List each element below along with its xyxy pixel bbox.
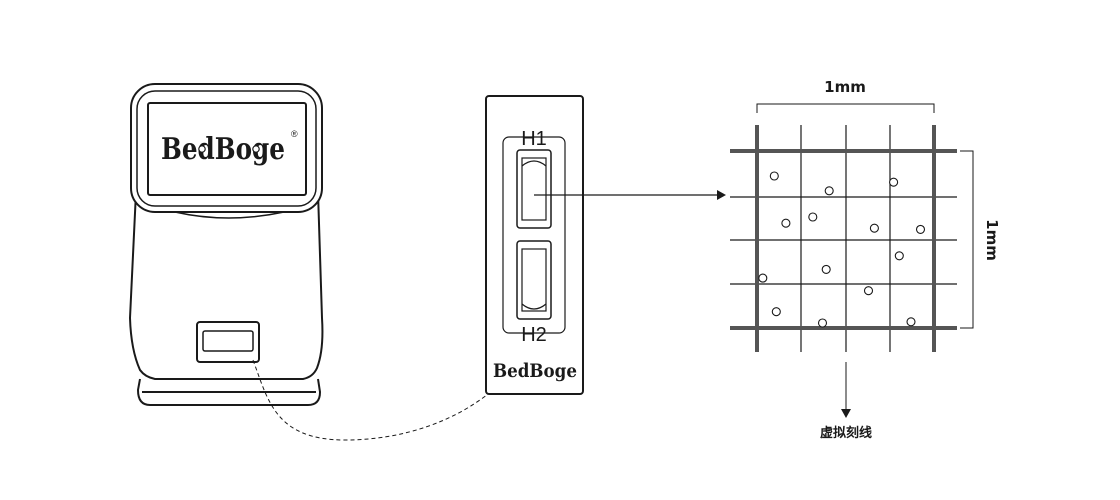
- slide-slot-inner: [202, 330, 254, 352]
- device-brand-dot-right: [252, 145, 260, 153]
- chamber-h1-cap: [521, 160, 547, 167]
- cell-particle: [889, 177, 899, 187]
- cell-particle: [863, 286, 874, 296]
- slide-slot: [196, 321, 260, 363]
- counting-slide: [485, 95, 584, 395]
- device-body: [128, 191, 324, 380]
- height-bracket: [960, 150, 974, 329]
- chamber-h1: [516, 149, 552, 229]
- counting-grid: [730, 125, 957, 352]
- cell-particle: [906, 317, 916, 327]
- cell-particle: [894, 251, 904, 261]
- device-brand-dot-left: [198, 145, 206, 153]
- slide-outline: [485, 95, 584, 395]
- chamber-h2-cap: [521, 303, 547, 310]
- chamber-h2-inner: [521, 248, 547, 312]
- analyzer-device: [128, 83, 324, 406]
- cell-particle: [869, 223, 879, 233]
- chamber-h2-label: H2: [521, 324, 547, 346]
- slide-brand-text: BedBoge: [493, 360, 577, 382]
- cell-particle: [781, 218, 791, 228]
- width-label: 1mm: [824, 78, 866, 96]
- height-label: 1mm: [983, 219, 1001, 261]
- dashed-connector: [252, 359, 489, 441]
- device-neck: [174, 211, 285, 219]
- cell-particle: [771, 307, 781, 317]
- chamber-frame: [502, 136, 566, 334]
- chamber-h1-inner: [521, 157, 547, 221]
- cell-particle: [808, 212, 818, 222]
- cell-particle: [758, 273, 768, 283]
- chamber-h2: [516, 240, 552, 320]
- cell-particle: [817, 318, 828, 328]
- device-head-inner: [136, 90, 317, 207]
- width-bracket: [756, 103, 935, 113]
- chamber-h1-label: H1: [521, 128, 547, 150]
- device-screen: [147, 102, 307, 196]
- device-base: [136, 378, 322, 406]
- grid-caption: 虚拟刻线: [820, 425, 872, 441]
- cell-particle: [769, 171, 779, 181]
- device-brand-text: BedBoge: [161, 132, 285, 167]
- caption-arrow-head: [841, 409, 851, 418]
- cell-dots: [758, 171, 926, 328]
- cell-particle: [915, 224, 926, 234]
- zoom-arrow-head: [717, 190, 726, 200]
- device-head: [130, 83, 323, 213]
- cell-particle: [824, 186, 834, 196]
- registered-mark: ®: [291, 129, 298, 139]
- cell-particle: [821, 264, 831, 274]
